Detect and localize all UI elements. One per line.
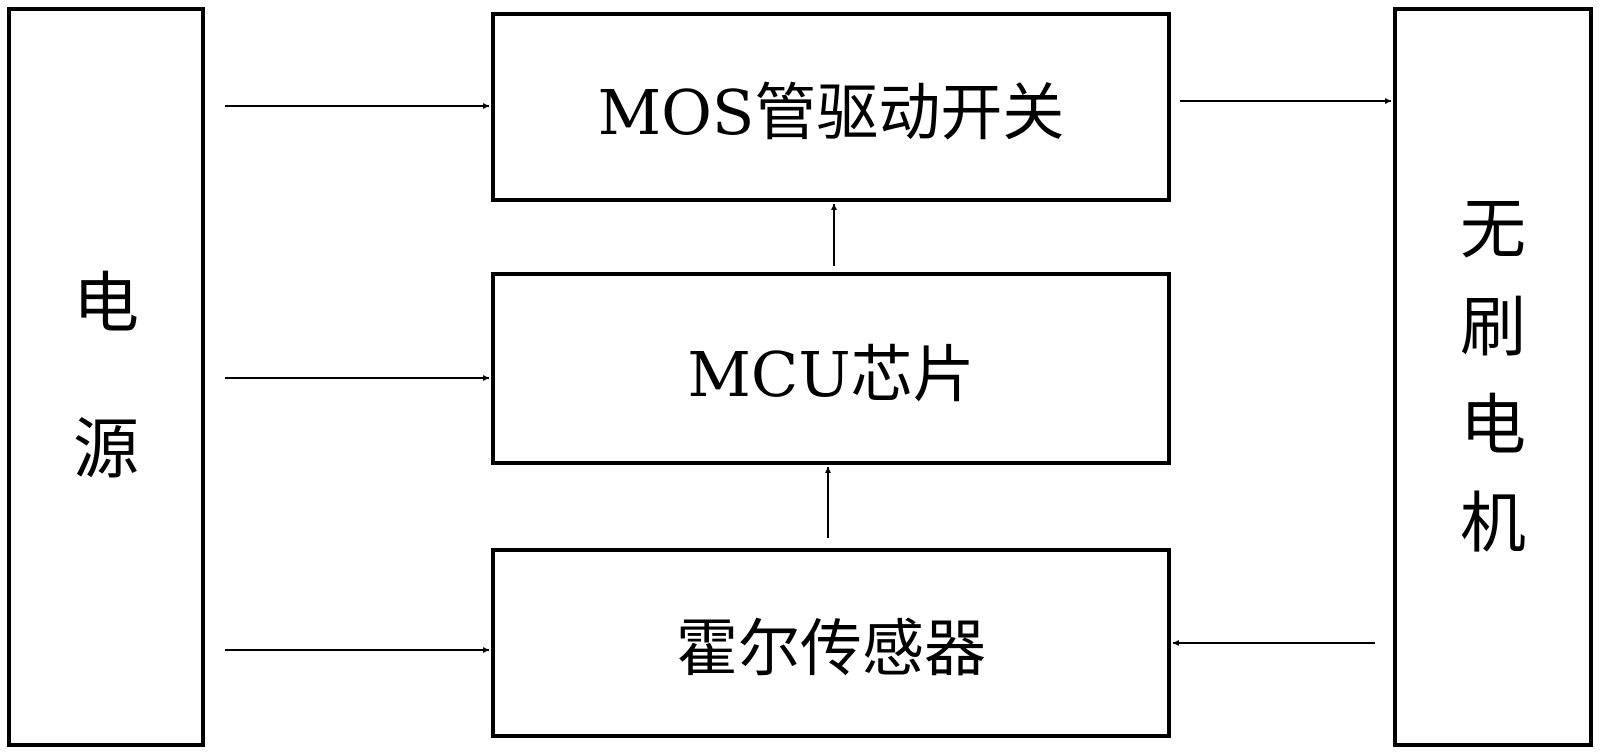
hall-sensor-label: 霍尔传感器 <box>675 612 986 685</box>
mos-driver-switch-block: MOS管驱动开关 <box>491 12 1171 202</box>
power-supply-block: 电 源 <box>7 7 205 747</box>
brushless-motor-char-1: 无 <box>1460 191 1526 269</box>
mcu-chip-label: MCU芯片 <box>687 337 975 411</box>
brushless-motor-block: 无 刷 电 机 <box>1393 7 1593 747</box>
brushless-motor-char-2: 刷 <box>1460 289 1526 367</box>
mos-driver-switch-label: MOS管驱动开关 <box>597 76 1065 149</box>
brushless-motor-char-4: 机 <box>1460 484 1526 562</box>
hall-sensor-block: 霍尔传感器 <box>491 548 1171 738</box>
power-supply-char-2: 源 <box>73 411 139 488</box>
brushless-motor-char-3: 电 <box>1460 387 1526 464</box>
mcu-chip-block: MCU芯片 <box>491 272 1171 465</box>
power-supply-char-1: 电 <box>73 265 139 343</box>
